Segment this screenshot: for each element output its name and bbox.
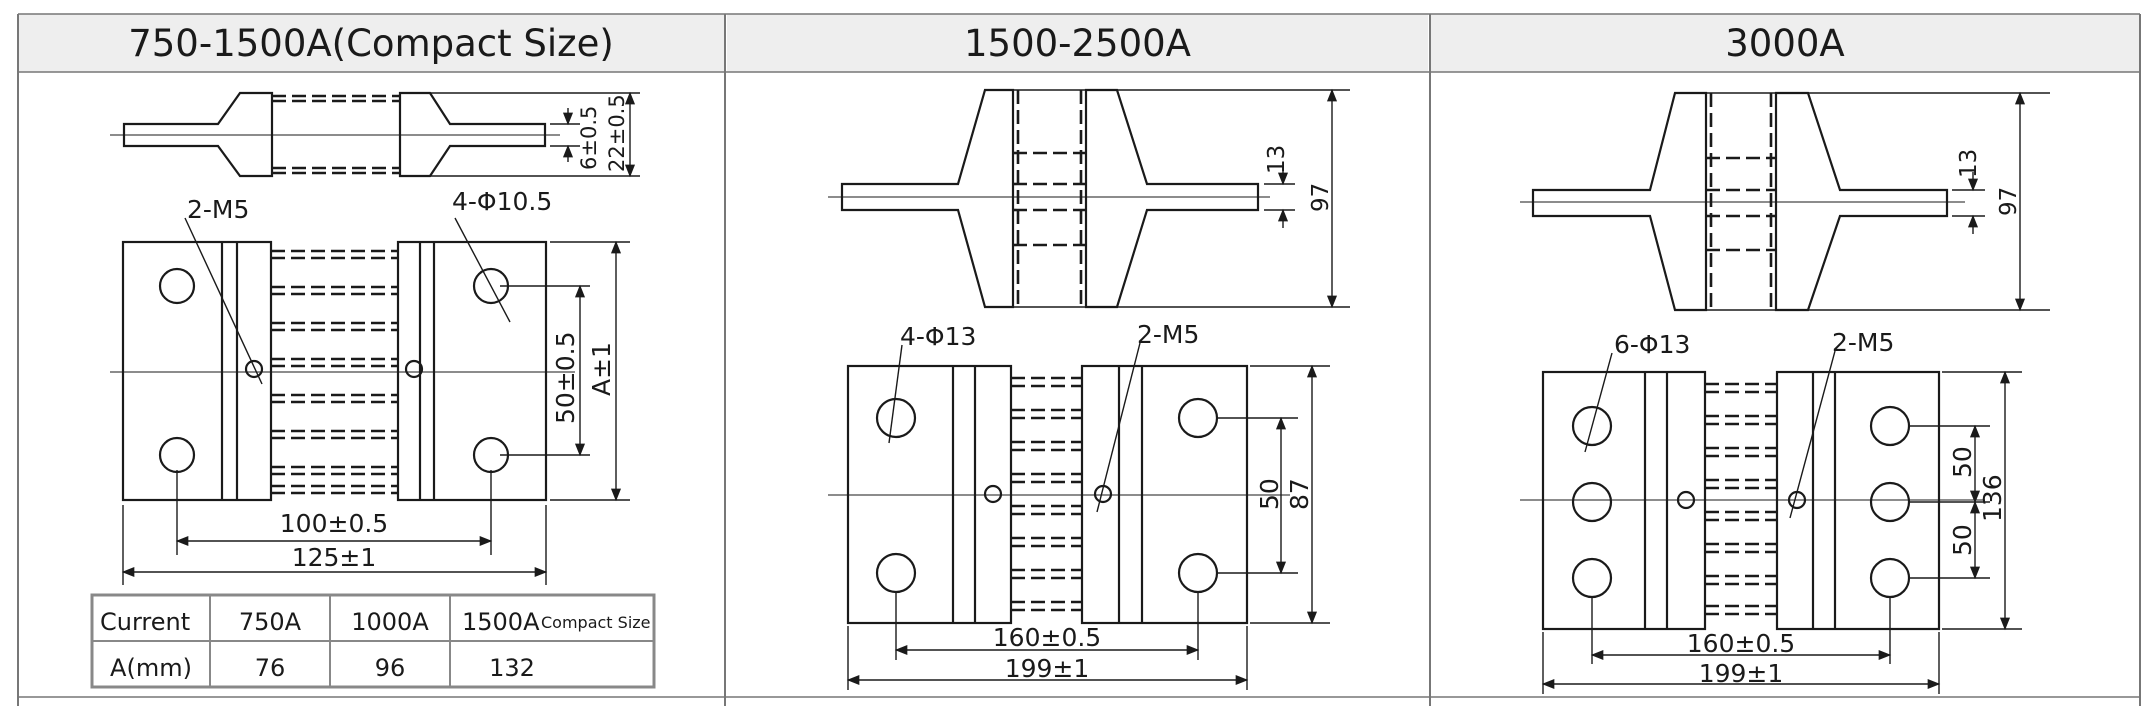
shunt-3000-side-view: 13 97 (1520, 91, 2050, 312)
height-label-1: 22±0.5 (605, 94, 629, 172)
pitch-h-label-3: 160±0.5 (1687, 629, 1795, 658)
thread-label-3: 2-M5 (1832, 328, 1894, 357)
thread-label-1: 2-M5 (187, 195, 249, 224)
pitch-v1-label-3: 50 (1948, 446, 1977, 478)
thickness-label-2: 13 (1264, 145, 1290, 174)
frame-grid (17, 13, 2141, 706)
pitch-v-label-2: 50 (1255, 478, 1284, 510)
pitch-v2-label-3: 50 (1948, 524, 1977, 556)
column-1-title: 750-1500A(Compact Size) (128, 21, 614, 65)
table-header-note: Compact Size (541, 613, 651, 632)
shunt-compact-side-view: 6±0.5 22±0.5 (110, 91, 640, 178)
pitch-h-label-2: 160±0.5 (993, 623, 1101, 652)
table-cell-1500a: 132 (489, 654, 535, 682)
current-table: Current 750A 1000A 1500A Compact Size A(… (90, 593, 656, 689)
column-2-header: 1500-2500A (727, 14, 1428, 72)
column-3-title: 3000A (1725, 21, 1845, 65)
table-header-1500a: 1500A (462, 608, 540, 636)
thickness-label-3: 13 (1956, 149, 1982, 178)
column-2-title: 1500-2500A (964, 21, 1191, 65)
thickness-label-1: 6±0.5 (577, 106, 601, 170)
holes-label-3: 6-Φ13 (1614, 330, 1690, 359)
width-label-2: 199±1 (1005, 654, 1090, 683)
shunt-3000-top-view: 6-Φ13 2-M5 50 50 136 160±0.5 199±1 (1520, 328, 2022, 694)
dim-a-label: A±1 (587, 342, 616, 396)
thread-label-2: 2-M5 (1137, 320, 1199, 349)
table-header-current: Current (100, 608, 190, 636)
table-cell-1000a: 96 (375, 654, 406, 682)
holes-label-1: 4-Φ10.5 (452, 187, 552, 216)
shunt-1500-side-view: 13 97 (828, 88, 1350, 309)
pitch-h-label-1: 100±0.5 (280, 509, 388, 538)
width-v-label-2: 87 (1285, 478, 1314, 510)
column-3-header: 3000A (1431, 14, 2139, 72)
width-label-1: 125±1 (292, 543, 377, 572)
pitch-v-label-1: 50±0.5 (551, 331, 580, 424)
table-row-label: A(mm) (110, 654, 192, 682)
width-v-label-3: 136 (1978, 474, 2007, 522)
holes-label-2: 4-Φ13 (900, 322, 976, 351)
table-header-1000a: 1000A (351, 608, 429, 636)
table-cell-750a: 76 (255, 654, 286, 682)
table-header-750a: 750A (239, 608, 302, 636)
shunt-1500-top-view: 4-Φ13 2-M5 50 87 160±0.5 199±1 (828, 320, 1330, 690)
shunt-compact-top-view: 2-M5 4-Φ10.5 50±0.5 A±1 100±0.5 125±1 (110, 187, 630, 585)
column-1-header: 750-1500A(Compact Size) (18, 14, 724, 72)
width-label-3: 199±1 (1699, 659, 1784, 688)
height-label-3: 97 (1996, 187, 2022, 216)
height-label-2: 97 (1308, 183, 1334, 212)
